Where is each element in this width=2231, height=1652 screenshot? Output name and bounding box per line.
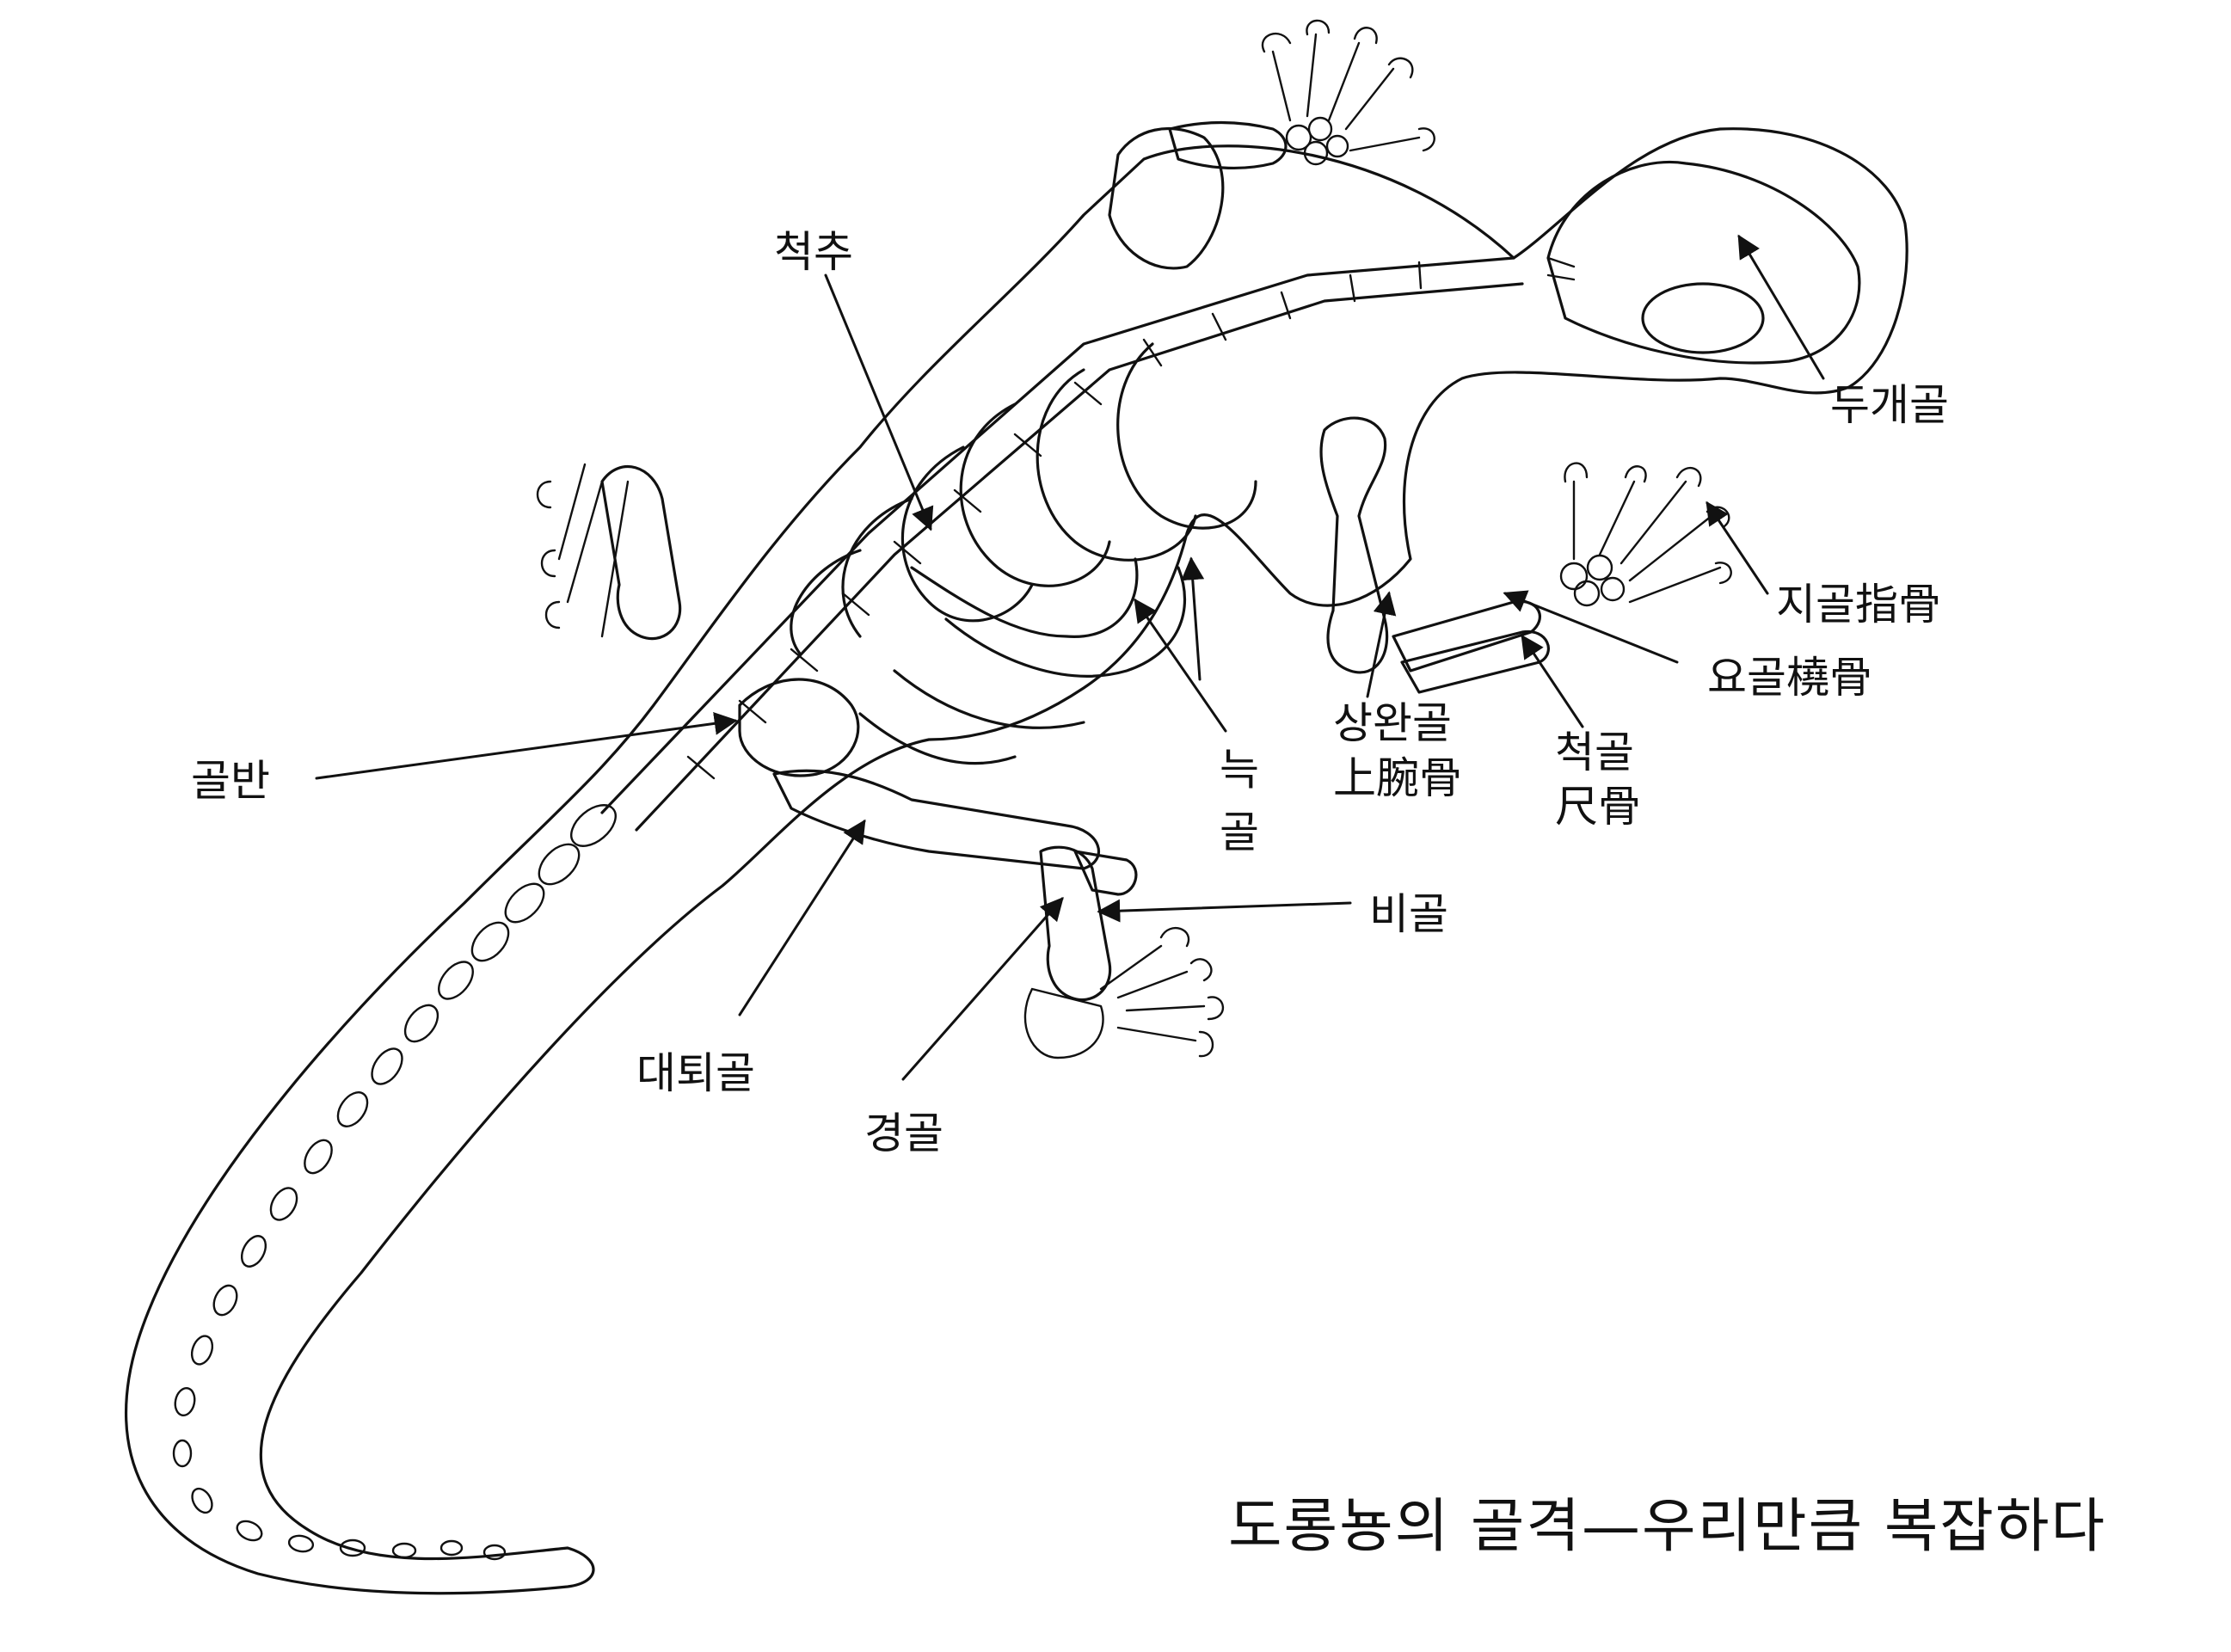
rib-leader-b [1181,556,1205,681]
pelvis-leader [315,711,738,780]
label-femur: 대퇴골 [636,1048,755,1098]
tibia-leader [901,896,1064,1081]
skull-drawing [1546,160,1861,365]
label-rib-line1: 늑 [1220,745,1259,795]
spine-drawing [600,256,1524,832]
humerus-leader [1366,591,1397,698]
skull-leader [1737,234,1825,380]
hindlimbs-drawing [536,463,1225,1059]
fibula-leader [1097,899,1352,923]
label-phalanges: 지골指骨 [1776,580,1941,629]
phalanges-leader [1706,501,1769,595]
pelvis-drawing [738,678,860,777]
figure-caption: 도롱뇽의 골격—우리만큼 복잡하다 [1228,1493,2106,1561]
label-humerus-korean: 상완골 [1333,698,1452,748]
label-fibula: 비골 [1369,889,1448,939]
label-tibia: 경골 [864,1108,943,1158]
ulna-leader [1521,634,1584,728]
label-skull: 두개골 [1830,380,1949,430]
radius-leader [1503,590,1679,664]
body-outline [125,127,1908,1595]
spine-leader [824,273,934,531]
leader-lines [315,234,1825,1081]
label-rib-line2: 골 [1220,808,1259,857]
tail-vertebrae [172,804,617,1561]
label-pelvis: 골반 [191,756,270,806]
labels: 척추 두개골 지골指骨 요골橈骨 척골 尺骨 상완골 上腕骨 늑 골 골반 비골… [191,227,2106,1561]
skeleton-drawing [125,19,1908,1595]
label-radius: 요골橈骨 [1707,653,1872,703]
label-spine: 척추 [774,227,853,277]
rib-leader-a [1134,598,1227,733]
label-ulna-korean: 척골 [1555,728,1634,777]
upper-forelimb-drawing [1168,19,1435,170]
femur-leader [738,819,866,1016]
lower-forelimb-drawing [1319,416,1732,694]
ribs-drawing [790,342,1257,765]
label-ulna-hanja: 尺骨 [1555,782,1641,832]
scapula-drawing [1108,127,1225,270]
label-humerus-hanja: 上腕骨 [1333,753,1462,803]
